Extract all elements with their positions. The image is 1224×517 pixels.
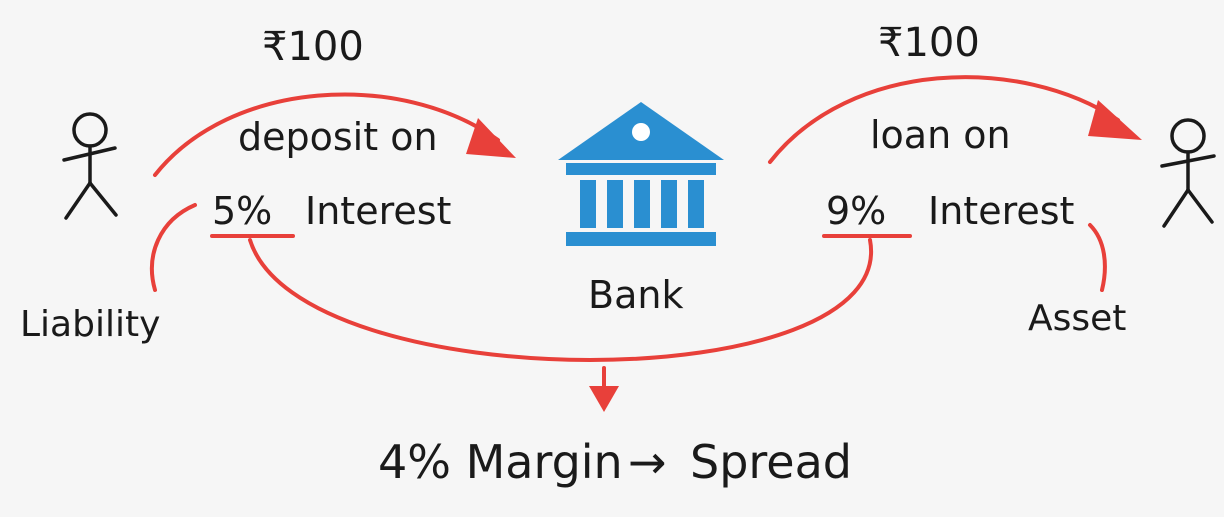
loan-arrow [768,75,1120,164]
person-left-icon [62,112,118,220]
margin-arrow-text: → [628,435,667,489]
bank-label: Bank [588,273,683,317]
loan-line1: loan on [870,113,1011,157]
right-amount: ₹100 [878,20,980,66]
loan-interest-word: Interest [928,189,1074,233]
margin-label: 4% Margin [378,435,623,489]
bank-icon [558,102,724,246]
spread-curve [248,238,873,362]
deposit-line1: deposit on [238,115,438,159]
liability-label: Liability [20,304,160,345]
spread-arrowhead [589,386,619,412]
asset-connector [1088,223,1107,292]
loan-rate: 9% [826,189,886,233]
person-right-icon [1160,118,1216,228]
deposit-interest-word: Interest [305,189,451,233]
left-amount: ₹100 [262,24,364,70]
spread-label: Spread [690,435,852,489]
deposit-rate: 5% [212,189,272,233]
deposit-arrow [153,92,500,177]
asset-label: Asset [1028,298,1126,339]
deposit-arrowhead [466,118,516,158]
liability-connector [149,203,197,292]
loan-arrowhead [1088,100,1142,140]
